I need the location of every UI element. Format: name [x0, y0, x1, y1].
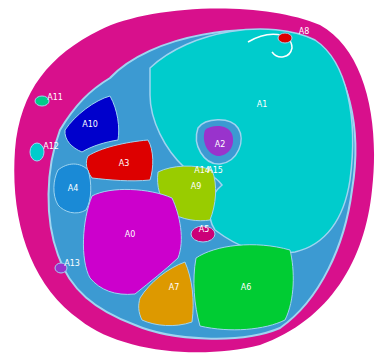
- vessel-a11: [35, 96, 49, 106]
- muscle-a10: [65, 96, 119, 152]
- part-label: A2: [215, 140, 226, 149]
- outer-skin: [14, 9, 374, 353]
- muscle-a2: [204, 126, 233, 156]
- part-label: A13: [64, 259, 80, 268]
- part-label: A1: [257, 100, 268, 109]
- part-label: A10: [82, 120, 98, 129]
- part-label: A12: [43, 142, 59, 151]
- part-label: A7: [169, 283, 180, 292]
- part-label: A8: [299, 27, 310, 36]
- muscle-a4: [54, 164, 91, 213]
- part-label: A0: [125, 230, 136, 239]
- vessel-a8: [278, 33, 292, 43]
- muscle-a1: [150, 29, 353, 253]
- part-label: A3: [119, 159, 130, 168]
- muscle-a6: [194, 245, 293, 330]
- part-label: A4: [68, 184, 79, 193]
- part-label: A6: [241, 283, 252, 292]
- muscle-a7: [139, 262, 193, 326]
- vessel-a12: [30, 143, 44, 161]
- muscle-a3: [86, 140, 152, 181]
- part-label: A9: [191, 182, 202, 191]
- part-label: A5: [199, 225, 210, 234]
- ring-a2: [196, 120, 241, 164]
- part-label: A15: [207, 166, 223, 175]
- part-label: A11: [47, 93, 63, 102]
